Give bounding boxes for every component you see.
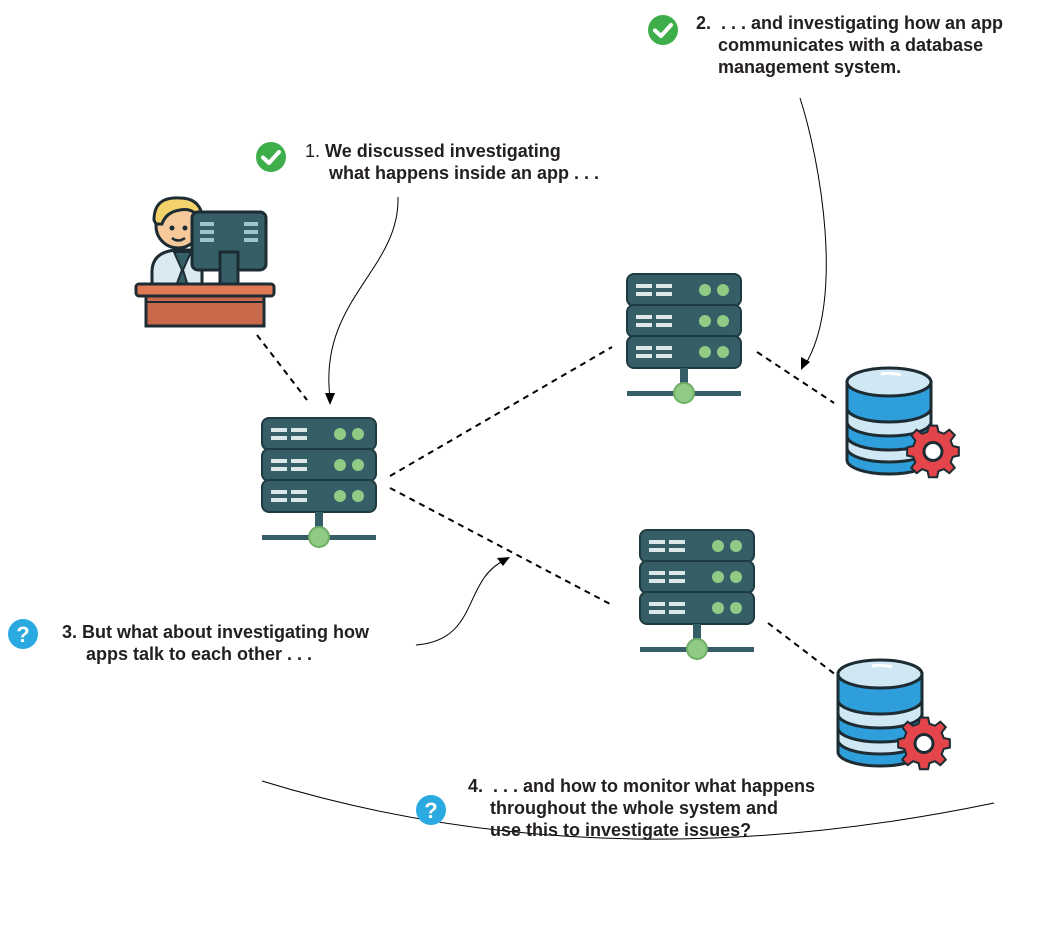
callout-1: 1. We discussed investigating what happe… <box>305 140 599 184</box>
check-circle-icon <box>646 13 680 47</box>
callout-1-line-1: We discussed investigating <box>325 141 561 161</box>
connection-server-top-server <box>389 346 613 477</box>
top-database-icon <box>845 366 961 479</box>
system-boundary-arc <box>261 780 995 840</box>
callout-4-line-2: throughout the whole system and <box>490 798 779 818</box>
callout-4: 4. . . . and how to monitor what happens… <box>468 775 815 841</box>
central-server-icon <box>261 417 377 548</box>
connection-top-server-db <box>756 351 835 404</box>
callout-3-line-2: apps talk to each other . . . <box>86 644 313 664</box>
bottom-server-icon <box>639 529 755 660</box>
callout-3: 3. But what about investigating how apps… <box>62 621 369 665</box>
callout-4-line-1: . . . and how to monitor what happens <box>493 776 816 796</box>
top-server-icon <box>626 273 742 404</box>
callout-1-number: 1. <box>305 141 321 161</box>
question-circle-icon <box>8 619 38 649</box>
callout-3-line-1: But what about investigating how <box>82 622 370 642</box>
arrow-heads <box>325 357 810 566</box>
callout-3-number: 3. <box>62 622 78 642</box>
developer-at-desk-icon <box>134 196 276 328</box>
connection-server-bottom-server <box>389 487 613 606</box>
bottom-database-icon <box>836 658 952 771</box>
callout-4-number: 4. <box>468 776 484 796</box>
question-circle-icon <box>416 795 446 825</box>
callout-2-line-2: communicates with a database <box>718 35 984 55</box>
arrow-callout-1 <box>328 196 399 399</box>
callout-2-line-1: . . . and investigating how an app <box>721 13 1004 33</box>
connection-lines <box>256 334 837 676</box>
arrow-callout-2 <box>799 97 827 366</box>
connection-bottom-server-db <box>767 622 837 676</box>
callout-2-line-3: management system. <box>718 57 902 77</box>
arrow-callout-3 <box>415 559 506 646</box>
annotation-arrows <box>328 97 827 646</box>
callout-4-line-3: use this to investigate issues? <box>490 820 752 840</box>
callout-2-number: 2. <box>696 13 712 33</box>
callout-2: 2. . . . and investigating how an app co… <box>696 12 1003 78</box>
callout-1-line-2: what happens inside an app . . . <box>329 163 600 183</box>
connection-user-server <box>256 334 308 401</box>
check-circle-icon <box>254 140 288 174</box>
